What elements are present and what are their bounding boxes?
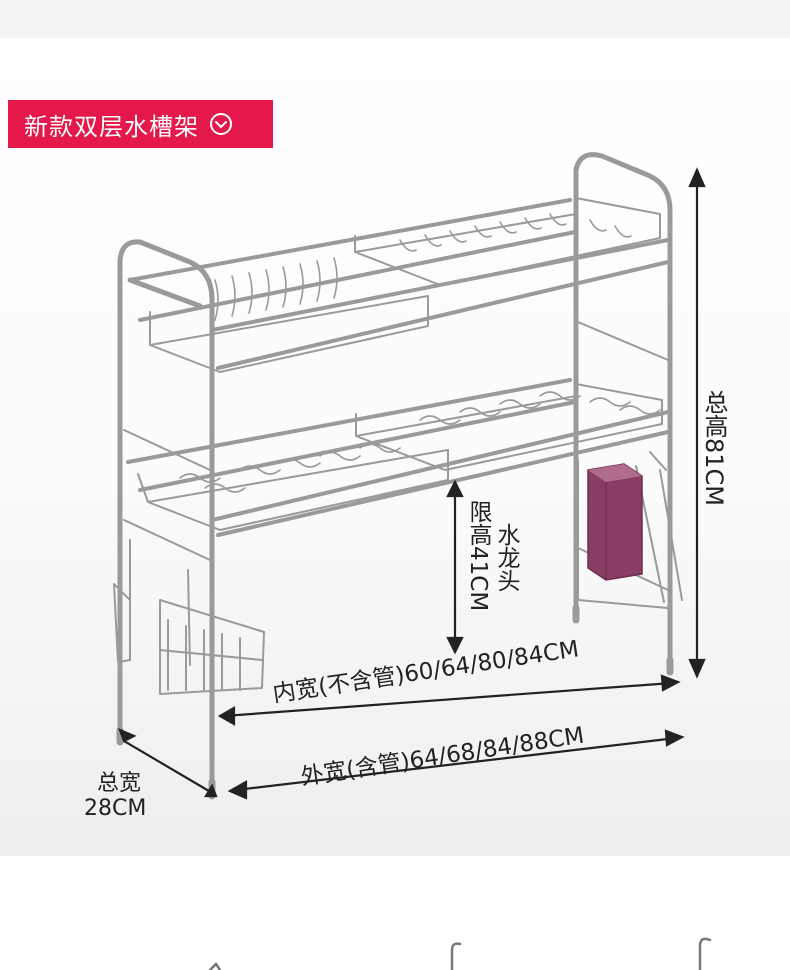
outer-width-line <box>227 729 685 800</box>
total-depth-value: 28CM <box>84 796 147 821</box>
rack-frame <box>117 152 673 793</box>
header-tag: 新款双层水槽架 <box>8 100 273 148</box>
faucet-clearance-line <box>446 479 464 655</box>
frame-cross-bars <box>123 321 669 591</box>
total-depth-label: 总宽 <box>97 771 142 796</box>
depth-dimension-line <box>118 727 218 798</box>
product-panel <box>0 38 790 856</box>
middle-tier-rails <box>126 378 670 537</box>
middle-basket-right <box>355 383 663 471</box>
next-section-hooks <box>208 937 712 970</box>
faucet-label: 水龙头 <box>493 523 519 592</box>
utensil-holder <box>587 463 643 581</box>
top-band <box>0 0 790 38</box>
middle-dish-dividers <box>179 391 661 493</box>
circle-chevron-down-icon <box>209 112 233 136</box>
side-hanging-basket <box>113 539 265 695</box>
top-dish-dividers <box>214 213 632 321</box>
top-basket-right <box>354 197 661 286</box>
total-height-label: 总高81CM <box>700 390 728 507</box>
inner-width-line <box>217 674 681 726</box>
faucet-clearance-label: 限高41CM <box>465 500 491 612</box>
top-basket-left <box>149 295 429 373</box>
side-hanging-frame <box>577 451 683 609</box>
height-dimension-line <box>688 167 706 679</box>
header-tag-label: 新款双层水槽架 <box>24 112 199 141</box>
bottom-band <box>0 856 790 970</box>
